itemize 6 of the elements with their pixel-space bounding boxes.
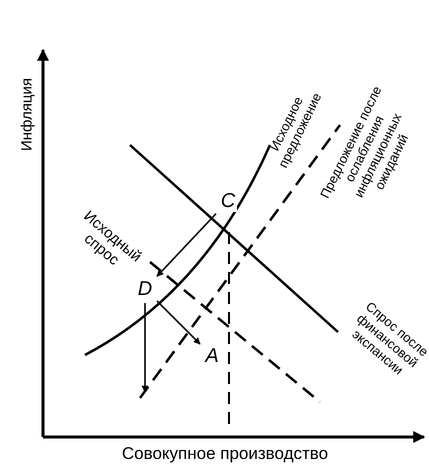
arrow	[156, 300, 201, 345]
axis-label: Инфляция	[18, 76, 36, 154]
axis-label: Совокупное производство	[120, 445, 330, 462]
point-label: C	[219, 190, 237, 212]
arrow	[142, 303, 148, 393]
arrow	[156, 213, 217, 277]
